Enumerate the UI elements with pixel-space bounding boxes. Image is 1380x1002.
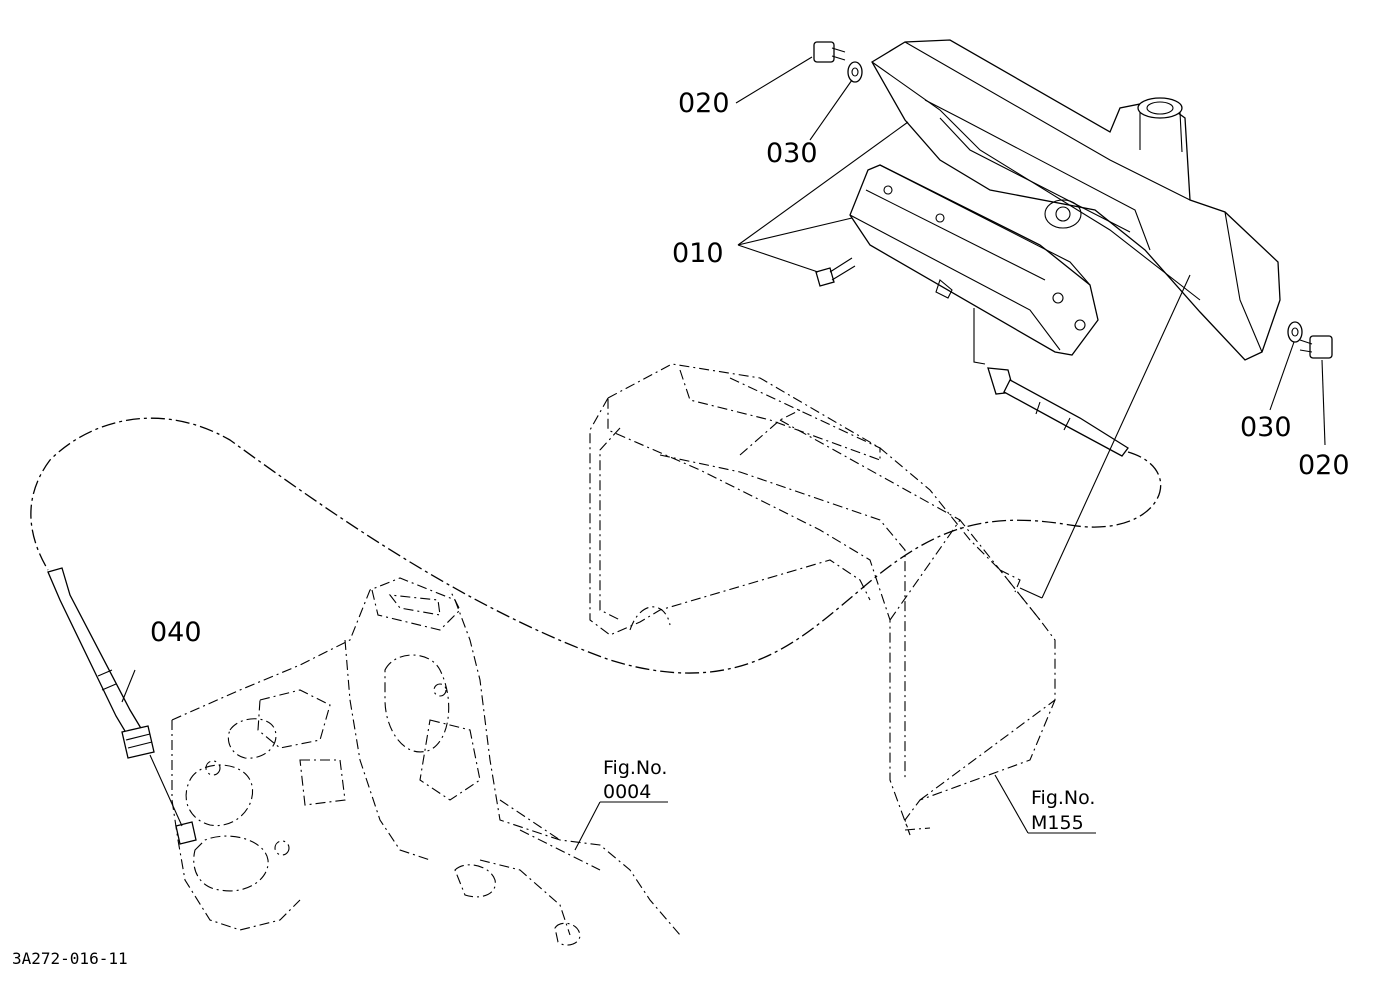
- speedometer-cable: [30, 417, 1162, 674]
- fig-ref-a-number: 0004: [603, 781, 651, 803]
- part-label-040: 040: [150, 617, 202, 648]
- front-frame: [589, 363, 1056, 836]
- fig-ref-b-title: Fig.No.: [1031, 787, 1095, 809]
- leader-lines: [121, 56, 1326, 851]
- part-label-030-top: 030: [766, 138, 818, 169]
- washer-030-top: [847, 61, 863, 83]
- screw-020-top: [813, 41, 846, 63]
- cable-upper-end: [987, 367, 1129, 457]
- drawing-code: 3A272-016-11: [12, 949, 128, 968]
- fig-ref-a-title: Fig.No.: [603, 757, 667, 779]
- transmission-case: [171, 577, 681, 946]
- part-label-030-right: 030: [1240, 412, 1292, 443]
- fig-ref-b-number: M155: [1031, 812, 1084, 834]
- meter-cluster: [849, 164, 1099, 365]
- part-label-010: 010: [672, 238, 724, 269]
- panel-housing: [871, 39, 1281, 361]
- screw-020-right: [1299, 335, 1333, 359]
- part-label-020-right: 020: [1298, 450, 1350, 481]
- screw-010: [815, 257, 856, 287]
- part-label-020-top: 020: [678, 88, 730, 119]
- cable-lower-end: [47, 567, 155, 759]
- washer-030-right: [1287, 321, 1303, 343]
